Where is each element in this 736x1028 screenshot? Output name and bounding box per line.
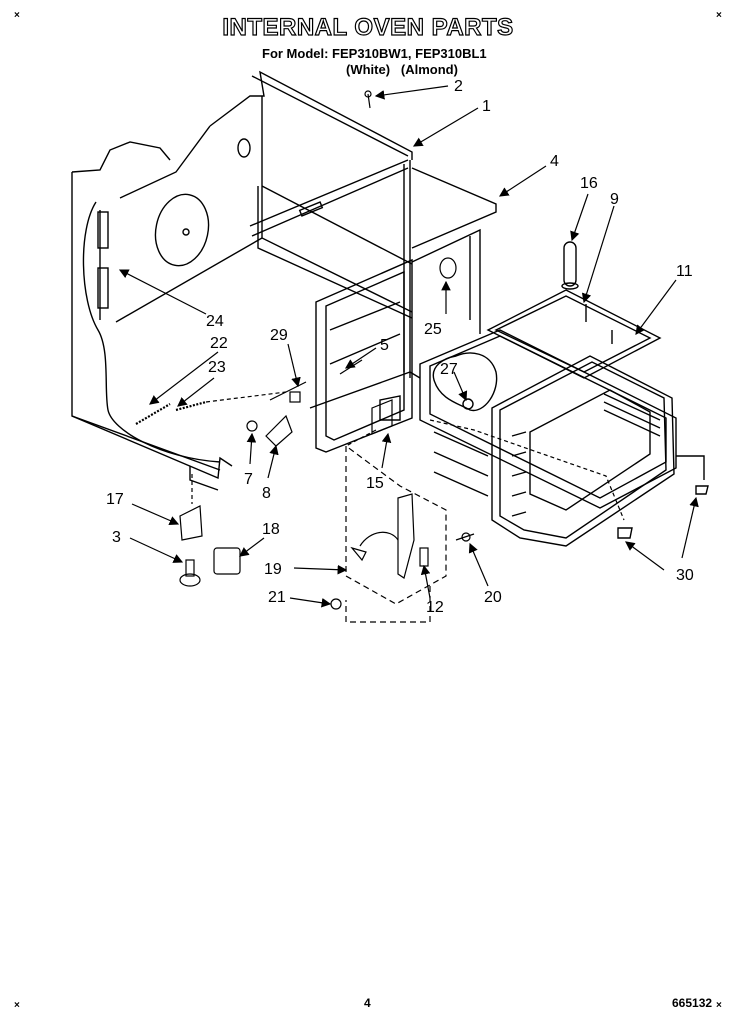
callout-2: 2 (454, 78, 463, 95)
front-frame (315, 258, 413, 453)
rack-assembly (419, 241, 709, 547)
callout-12: 12 (426, 599, 444, 616)
model-numbers: For Model: FEP310BW1, FEP310BL1 (262, 46, 487, 61)
callout-9: 9 (610, 191, 619, 208)
callout-19: 19 (264, 561, 282, 578)
callout-labels: 2 1 4 16 9 11 24 25 29 22 5 23 27 7 15 8… (106, 78, 694, 616)
callout-20: 20 (484, 589, 502, 606)
callout-18: 18 (262, 521, 280, 538)
callout-22: 22 (210, 335, 228, 352)
callout-23: 23 (208, 359, 226, 376)
page-title: INTERNAL OVEN PARTS (222, 13, 514, 41)
callout-15: 15 (366, 475, 384, 492)
callout-17: 17 (106, 491, 124, 508)
callout-7: 7 (244, 471, 253, 488)
corner-mark-bottom-right: × (716, 1000, 722, 1011)
corner-mark-top-right: × (716, 10, 722, 21)
callout-24: 24 (206, 313, 224, 330)
callout-11: 11 (676, 263, 693, 280)
callout-30: 30 (676, 567, 694, 584)
callout-21: 21 (268, 589, 286, 606)
model-colors: (White) (Almond) (346, 62, 458, 77)
door-lock-assembly (345, 444, 475, 623)
callout-29: 29 (270, 327, 288, 344)
callout-1: 1 (482, 98, 491, 115)
callout-8: 8 (262, 485, 271, 502)
small-parts (135, 90, 625, 610)
callout-25: 25 (424, 321, 442, 338)
callout-5: 5 (380, 337, 389, 354)
oven-body (71, 70, 497, 491)
callout-4: 4 (550, 153, 559, 170)
page-number: 4 (364, 996, 371, 1010)
corner-mark-bottom-left: × (14, 1000, 20, 1011)
leader-arrows (118, 85, 699, 608)
corner-mark-top-left: × (14, 10, 20, 21)
document-number: 665132 (672, 996, 713, 1010)
callout-16: 16 (580, 175, 598, 192)
callout-27: 27 (440, 361, 458, 378)
callout-3: 3 (112, 529, 121, 546)
